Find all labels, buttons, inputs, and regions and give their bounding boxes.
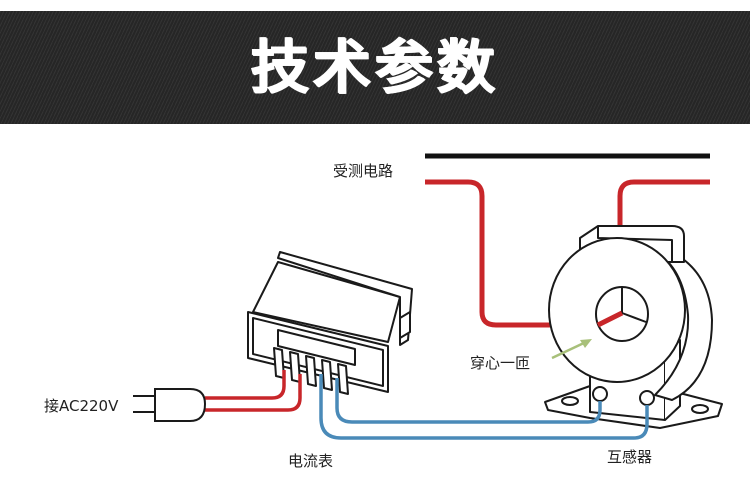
power-wire-2 — [205, 374, 302, 412]
current-transformer-icon — [544, 225, 723, 429]
label-ammeter: 电流表 — [288, 452, 333, 470]
power-plug-icon — [133, 388, 207, 422]
single-turn-arrow-icon — [551, 339, 592, 360]
live-wire-through-core — [596, 310, 624, 328]
panel-ammeter-icon — [247, 251, 413, 395]
ammeter-bezel — [277, 251, 413, 346]
power-wire-1 — [205, 370, 286, 400]
mount-hole-left — [561, 396, 579, 406]
signal-wire-2 — [319, 374, 649, 440]
transformer-terminal-2 — [639, 390, 655, 406]
label-power-input: 接AC220V — [44, 397, 119, 415]
signal-wire-1 — [335, 378, 602, 424]
label-single-turn: 穿心一匝 — [470, 354, 530, 372]
header-banner: 技术参数 — [0, 11, 750, 124]
circuit-live-wire-right — [617, 179, 710, 225]
mount-hole-right — [691, 404, 709, 414]
label-circuit-under-test: 受测电路 — [333, 162, 393, 180]
ammeter-label-strip — [277, 329, 356, 366]
transformer-terminal-1 — [592, 386, 608, 402]
label-transformer: 互感器 — [607, 448, 652, 466]
ammeter-terminal-block — [273, 347, 349, 395]
plug-body — [154, 388, 207, 422]
circuit-live-wire-left — [425, 179, 624, 328]
page-title: 技术参数 — [250, 33, 499, 101]
